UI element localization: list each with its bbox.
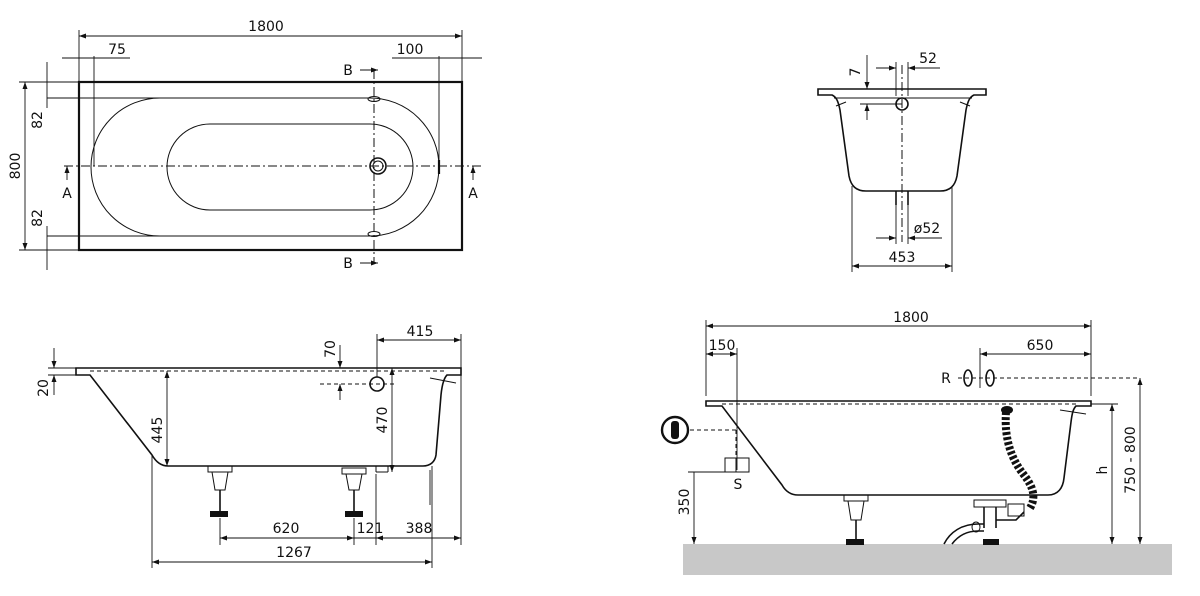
dim-diameter-52: ø52 [914, 221, 940, 237]
s-label: S [734, 477, 743, 493]
installation-view: S 1800 150 650 R 350 h 750 - 800 [660, 310, 1172, 575]
dim-453: 453 [889, 250, 916, 266]
handle-bottom [367, 231, 381, 237]
dim-82-top: 82 [30, 111, 46, 129]
foot-install [843, 494, 869, 545]
dim-350: 350 [677, 489, 693, 516]
dim-800: 800 [8, 153, 24, 180]
dim-620: 620 [273, 521, 300, 537]
dim-1800-top: 1800 [248, 19, 284, 35]
dim-121: 121 [357, 521, 384, 537]
dim-20: 20 [36, 379, 52, 397]
cross-section-view: 7 52 ø52 453 [817, 51, 987, 272]
section-b-top: B [343, 63, 353, 79]
r-label: R [941, 371, 951, 387]
floor [683, 544, 1172, 575]
side-section-view: 415 70 20 445 470 620 121 388 1267 [36, 324, 462, 568]
dim-100: 100 [397, 42, 424, 58]
dim-150: 150 [709, 338, 736, 354]
dim-1800-install: 1800 [893, 310, 929, 326]
section-a-left: A [62, 186, 72, 202]
tub-installation-section [705, 400, 1092, 496]
rim-hatch-right [959, 101, 971, 107]
top-view: 1800 75 100 800 82 82 A A B B [8, 19, 482, 272]
dim-388: 388 [406, 521, 433, 537]
overflow-outlet [1001, 406, 1013, 414]
dim-1267: 1267 [276, 545, 312, 561]
tub-cross-section [817, 88, 987, 192]
electrical-connection-icon [660, 415, 690, 445]
section-b-bottom: B [343, 256, 353, 272]
dim-445: 445 [150, 417, 166, 444]
dim-75: 75 [108, 42, 126, 58]
dim-70: 70 [323, 340, 339, 358]
overflow-hose [1001, 411, 1038, 511]
drain-inner [372, 160, 384, 172]
drain-circle [369, 157, 387, 175]
tub-bottom-plan [166, 123, 414, 211]
foot-right [341, 467, 367, 517]
tub-side-section [75, 367, 462, 467]
dim-82-bottom: 82 [30, 209, 46, 227]
dim-750-800: 750 - 800 [1123, 426, 1139, 493]
foot-left [207, 465, 233, 517]
tub-inner-basin [90, 97, 440, 237]
dim-650: 650 [1027, 338, 1054, 354]
dim-470: 470 [375, 407, 391, 434]
drain-trap [943, 499, 1025, 545]
rim-hatch-left [835, 101, 847, 107]
dim-h: h [1095, 466, 1111, 475]
rim-hatch-side [429, 377, 457, 384]
dim-7: 7 [848, 68, 864, 77]
dim-415: 415 [407, 324, 434, 340]
dim-52: 52 [919, 51, 937, 67]
handle-top [367, 96, 381, 102]
rim-hatch-install [1059, 409, 1087, 415]
section-a-right: A [468, 186, 478, 202]
